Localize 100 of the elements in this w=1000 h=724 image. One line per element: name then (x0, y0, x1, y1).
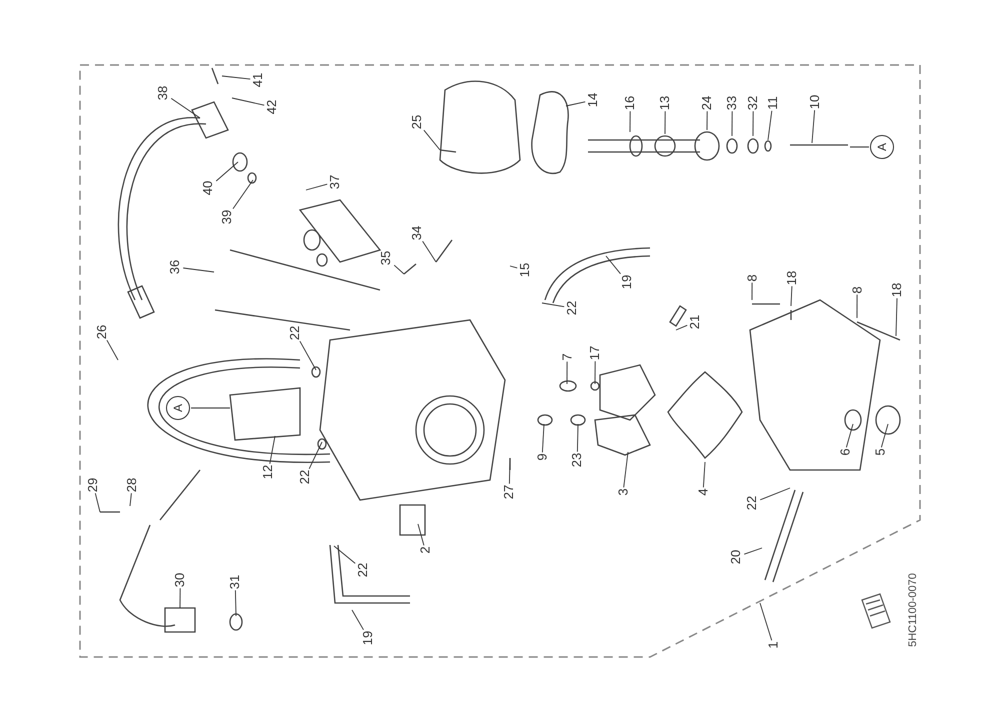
callout-number: 27 (502, 484, 516, 500)
leader-line (846, 424, 854, 448)
leader-line (232, 180, 254, 210)
leader-line (664, 110, 666, 134)
leader-line (896, 298, 898, 336)
leader-line (850, 146, 870, 148)
callout-number: 5 (873, 448, 888, 456)
callout-number: 12 (261, 464, 276, 480)
callout-number: 13 (658, 96, 672, 110)
callout-number: 4 (696, 488, 710, 496)
callout-number: 22 (745, 496, 760, 510)
callout-number: 18 (890, 282, 904, 298)
callout-number: 15 (518, 262, 532, 278)
leader-line (542, 302, 565, 308)
leader-line (760, 488, 790, 500)
callout-number: 19 (620, 274, 634, 290)
callout-number: 7 (560, 353, 574, 361)
callout-number: 36 (168, 260, 182, 274)
leader-line (422, 240, 436, 262)
callout-number: 8 (850, 286, 864, 294)
callout-number: 31 (228, 574, 242, 590)
leader-line (216, 162, 238, 182)
leader-line (706, 110, 708, 130)
callout-number: 35 (379, 250, 394, 266)
leader-line (676, 324, 688, 330)
callout-number: 33 (725, 96, 740, 110)
leader-line (234, 590, 236, 616)
callout-number: 14 (586, 92, 600, 108)
leader-line (790, 286, 792, 306)
callout-number: 32 (746, 96, 760, 110)
leader-line (308, 442, 322, 470)
leader-line (752, 282, 753, 300)
reference-circle: A (870, 135, 894, 159)
callout-number: 23 (570, 452, 584, 468)
leader-line (423, 130, 440, 150)
callout-number: 41 (251, 72, 266, 88)
leader-line (623, 452, 628, 488)
callout-number: 2 (418, 546, 432, 554)
leader-line (352, 610, 364, 630)
leader-line (180, 588, 181, 608)
callout-number: 42 (265, 100, 280, 114)
leader-line (94, 492, 100, 512)
callout-number: 22 (298, 470, 312, 484)
callout-number: 19 (361, 630, 376, 646)
leader-line (760, 602, 772, 641)
drawing-code: 5HC1100-0070 (906, 573, 919, 647)
leader-line (576, 424, 578, 452)
leader-line (768, 110, 772, 140)
leader-line (106, 340, 118, 360)
callout-number: 11 (766, 96, 780, 110)
callout-number: 17 (588, 346, 602, 360)
leader-line (880, 424, 888, 448)
callout-number: 20 (729, 550, 744, 564)
callout-number: 38 (156, 86, 170, 100)
callout-number: 40 (201, 180, 216, 196)
callout-number: 34 (410, 226, 424, 240)
callout-number: 37 (328, 174, 342, 190)
leader-line (232, 98, 265, 106)
callout-number: 10 (808, 94, 822, 110)
callout-number: 1 (766, 641, 780, 649)
callout-number: 39 (220, 210, 234, 224)
callout-number: 29 (86, 478, 100, 492)
leader-line (334, 546, 356, 564)
leader-line (170, 98, 200, 118)
leader-line (510, 266, 518, 268)
leader-line (182, 268, 214, 272)
callout-number: 16 (623, 96, 638, 110)
callout-number: 26 (95, 324, 110, 340)
leader-line (542, 424, 544, 453)
callout-number: 30 (173, 572, 188, 588)
leader-line (702, 462, 706, 488)
reference-circle: A (166, 396, 190, 420)
callout-number: 25 (410, 114, 424, 130)
callout-number: 3 (616, 488, 630, 496)
leader-line (418, 524, 424, 546)
leader-line (744, 548, 762, 555)
callout-number: 21 (688, 314, 702, 330)
callout-number: 22 (356, 562, 370, 578)
leader-line (299, 340, 316, 370)
leader-line (222, 76, 251, 80)
leader-line (566, 361, 568, 384)
callout-number: 24 (700, 96, 714, 110)
callout-number: 6 (838, 448, 852, 456)
leader-line (594, 360, 596, 384)
leader-line (130, 492, 132, 506)
leader-line (508, 458, 510, 484)
callout-number: 18 (785, 270, 800, 286)
callout-number: 9 (535, 453, 550, 461)
leader-line (812, 110, 816, 144)
callout-number: 8 (745, 274, 760, 282)
leader-line (269, 436, 276, 464)
leader-line (566, 101, 586, 106)
leader-line (752, 110, 754, 136)
leader-line (394, 264, 404, 274)
leader-line (630, 110, 631, 132)
leader-line (306, 184, 328, 190)
callout-number: 22 (288, 326, 302, 340)
leader-line (856, 294, 858, 318)
callout-number: 22 (565, 300, 580, 316)
leader-line (732, 110, 733, 136)
